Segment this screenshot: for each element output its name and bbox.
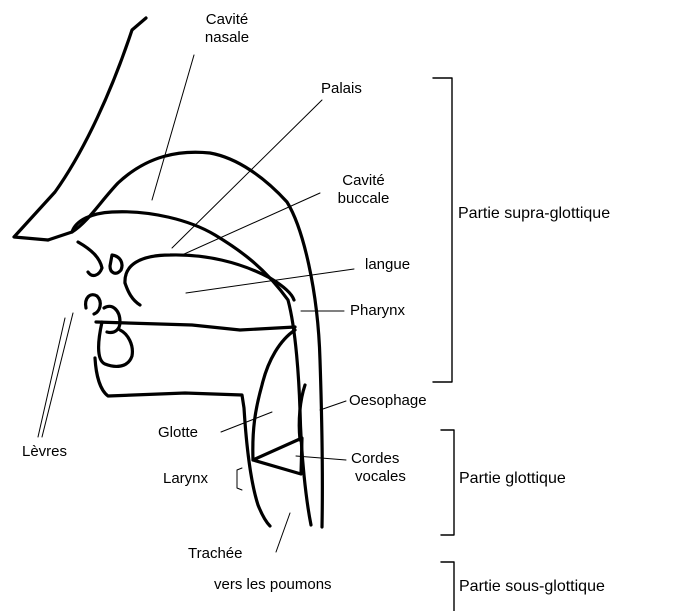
label-oesophage: Oesophage <box>349 392 427 410</box>
label-cavite-nasale-line1: Cavité <box>196 11 258 29</box>
larynx-bracket <box>237 468 242 490</box>
label-levres: Lèvres <box>22 443 67 461</box>
section-label-glottique: Partie glottique <box>459 470 566 488</box>
pointer-levres-2 <box>38 318 65 437</box>
label-cordes-vocales-line1: Cordes <box>351 450 406 468</box>
tongue-outline <box>125 255 294 300</box>
section-label-supra: Partie supra-glottique <box>458 205 610 223</box>
pointer-levres-1 <box>42 313 73 437</box>
label-glotte: Glotte <box>158 424 198 442</box>
label-larynx: Larynx <box>163 470 208 488</box>
label-cordes-vocales: Cordes vocales <box>351 450 406 486</box>
tongue-front <box>125 283 140 305</box>
section-label-sous: Partie sous-glottique <box>459 578 605 596</box>
label-trachee: Trachée <box>188 545 242 563</box>
bracket-glottique <box>441 430 454 535</box>
label-cavite-buccale: Cavité buccale <box>321 172 406 208</box>
label-pharynx: Pharynx <box>350 302 405 320</box>
lower-lip-outline <box>86 295 101 314</box>
jaw-outline <box>99 322 133 366</box>
upper-lip-outline <box>78 242 102 275</box>
mouth-floor-outline <box>96 322 295 330</box>
lower-teeth-outline <box>104 306 120 332</box>
vocal-cords <box>253 438 302 474</box>
nose-outline <box>14 18 146 240</box>
larynx-front <box>253 330 295 460</box>
label-palais: Palais <box>321 80 362 98</box>
pointer-cavite-nasale <box>152 55 194 200</box>
bracket-supra <box>433 78 452 382</box>
label-cordes-vocales-line2: vocales <box>351 468 406 486</box>
pointer-oesophage <box>320 401 346 410</box>
section-brackets <box>433 78 454 611</box>
chin-outline <box>95 358 270 526</box>
label-cavite-buccale-line1: Cavité <box>321 172 406 190</box>
label-cavite-buccale-line2: buccale <box>321 190 406 208</box>
label-vers-poumons: vers les poumons <box>214 576 332 594</box>
pointer-trachee <box>276 513 290 552</box>
label-langue: langue <box>365 256 410 274</box>
bracket-sous <box>441 562 454 611</box>
pointer-langue <box>186 269 354 293</box>
pointer-cavite-buccale <box>182 193 320 255</box>
label-cavite-nasale: Cavité nasale <box>196 11 258 47</box>
upper-teeth-outline <box>110 255 122 273</box>
label-cavite-nasale-line2: nasale <box>196 29 258 47</box>
